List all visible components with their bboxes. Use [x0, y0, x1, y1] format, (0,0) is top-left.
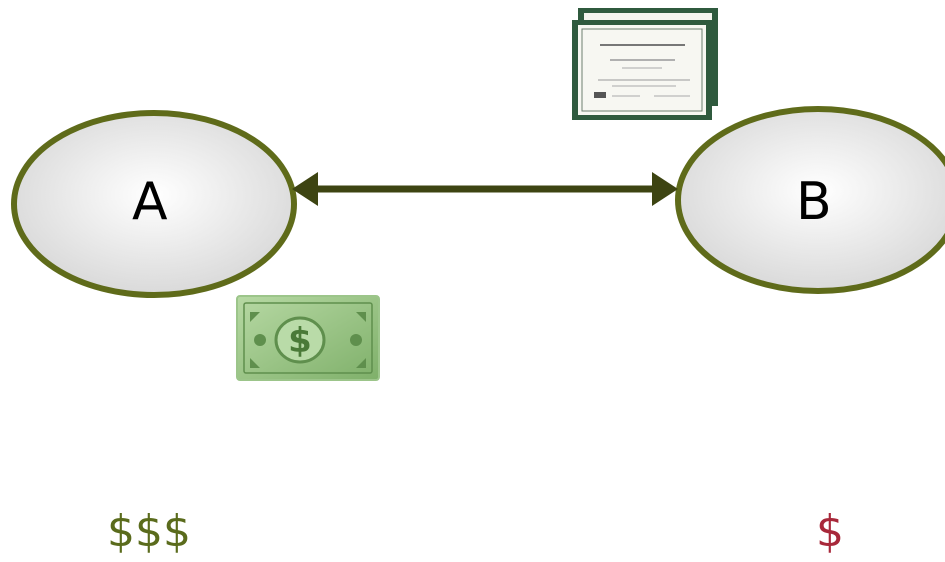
svg-text:$: $	[288, 321, 312, 361]
node-a	[11, 110, 297, 298]
bidirectional-arrow	[292, 172, 678, 206]
node-b	[675, 106, 945, 294]
certificate-icon	[572, 8, 718, 120]
banknote-icon: $	[236, 295, 380, 381]
node-a-label: A	[132, 172, 168, 232]
amount-b: $	[816, 506, 844, 557]
node-b-label: B	[796, 172, 832, 232]
amount-a: $$$	[107, 506, 191, 557]
